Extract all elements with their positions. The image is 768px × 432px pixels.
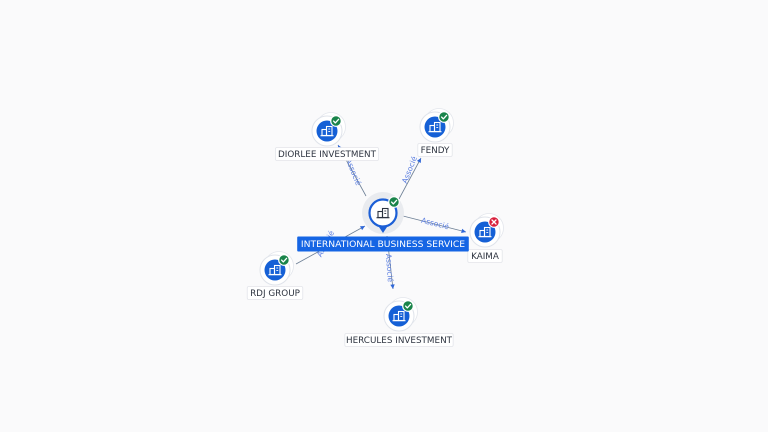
node-label-box	[417, 143, 453, 157]
verified-check-icon	[330, 115, 342, 127]
node-fendy[interactable]: FENDY	[417, 108, 454, 157]
building-icon	[376, 207, 390, 219]
node-label: KAIMA	[471, 252, 499, 262]
node-diorlee[interactable]: DIORLEE INVESTMENT	[275, 112, 379, 161]
edge-arrow-icon	[359, 226, 365, 231]
node-label-box	[467, 249, 503, 263]
node-label: RDJ GROUP	[250, 289, 300, 299]
edge-line	[402, 215, 467, 233]
edge-line	[398, 157, 422, 200]
node-rdj[interactable]: RDJ GROUP	[246, 251, 304, 300]
building-icon	[428, 121, 442, 133]
node-label-box	[246, 286, 304, 300]
center-label-box	[297, 236, 469, 252]
edge-arrow-icon	[416, 158, 421, 164]
verified-check-icon	[402, 300, 414, 312]
node-hercules[interactable]: HERCULES INVESTMENT	[344, 297, 454, 347]
building-icon	[268, 264, 282, 276]
center-node-label: INTERNATIONAL BUSINESS SERVICE	[301, 239, 465, 250]
node-label-box	[344, 333, 454, 347]
node-label-box	[275, 147, 379, 161]
edge-label: Associé	[344, 157, 363, 187]
center-node[interactable]: INTERNATIONAL BUSINESS SERVICE	[297, 192, 469, 252]
edge-label: Associé	[400, 155, 419, 185]
verified-check-icon	[388, 196, 400, 208]
edge-kaima: Associé	[402, 215, 467, 234]
building-icon	[392, 310, 406, 322]
node-label: DIORLEE INVESTMENT	[278, 150, 377, 160]
verified-check-icon	[278, 254, 290, 266]
edge-arrow-icon	[390, 284, 395, 289]
building-icon	[478, 226, 492, 238]
building-icon	[320, 125, 334, 137]
edge-arrow-icon	[461, 228, 466, 234]
edge-fendy: Associé	[398, 155, 422, 200]
node-label: HERCULES INVESTMENT	[346, 336, 453, 346]
rejected-cross-icon	[488, 216, 500, 228]
verified-check-icon	[438, 111, 450, 123]
edge-label: Associé	[384, 254, 395, 283]
node-label: FENDY	[421, 146, 450, 156]
node-kaima[interactable]: KAIMA	[467, 213, 504, 263]
edge-label: Associé	[420, 216, 450, 232]
